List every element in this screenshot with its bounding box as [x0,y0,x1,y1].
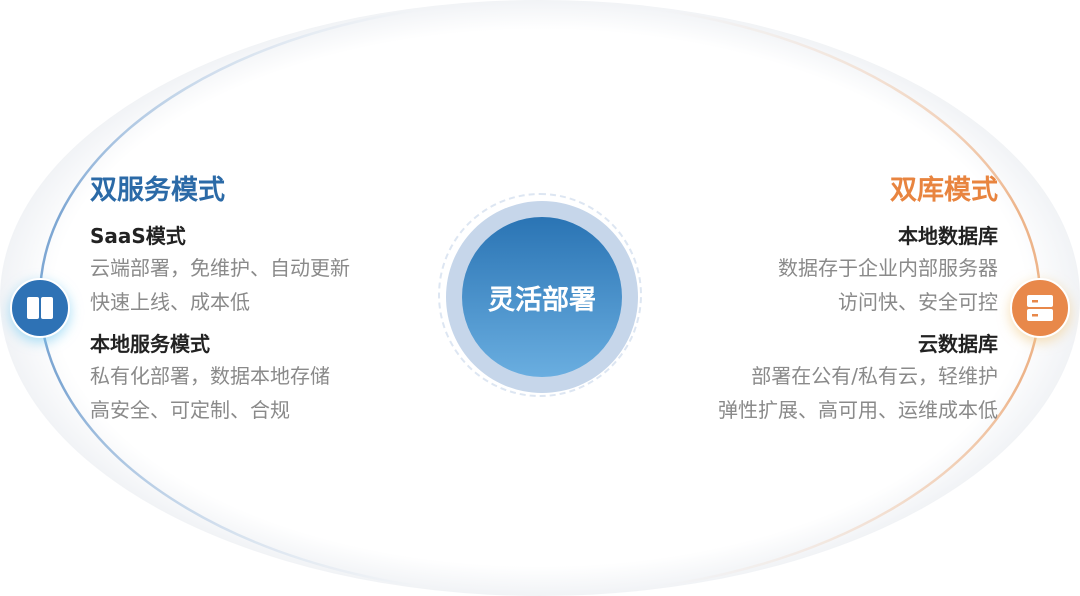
group-line: 访问快、安全可控 [838,290,998,314]
book-icon [10,278,70,338]
cloud-db-group: 云数据库 部署在公有/私有云，轻维护 弹性扩展、高可用、运维成本低 [718,329,998,427]
group-line: 云端部署，免维护、自动更新 [90,256,350,280]
dual-database-panel: 双库模式 本地数据库 数据存于企业内部服务器 访问快、安全可控 云数据库 部署在… [718,168,998,437]
local-db-group: 本地数据库 数据存于企业内部服务器 访问快、安全可控 [718,221,998,319]
panel-title: 双库模式 [890,175,998,206]
server-icon [1010,278,1070,338]
group-line: 部署在公有/私有云，轻维护 [751,364,998,388]
group-heading: SaaS模式 [90,224,186,248]
group-line: 弹性扩展、高可用、运维成本低 [718,398,998,422]
center-label: 灵活部署 [488,284,596,316]
saas-group: SaaS模式 云端部署，免维护、自动更新 快速上线、成本低 [90,221,350,319]
group-line: 私有化部署，数据本地存储 [90,364,330,388]
group-heading: 本地数据库 [898,224,998,248]
center-circle: 灵活部署 [462,217,622,377]
group-line: 快速上线、成本低 [90,290,250,314]
dual-service-panel: 双服务模式 SaaS模式 云端部署，免维护、自动更新 快速上线、成本低 本地服务… [90,168,350,437]
center-dashed-ring [438,193,642,397]
group-heading: 本地服务模式 [90,332,210,356]
panel-title: 双服务模式 [90,175,225,206]
local-service-group: 本地服务模式 私有化部署，数据本地存储 高安全、可定制、合规 [90,329,350,427]
group-line: 高安全、可定制、合规 [90,398,290,422]
group-heading: 云数据库 [918,332,998,356]
group-line: 数据存于企业内部服务器 [778,256,998,280]
